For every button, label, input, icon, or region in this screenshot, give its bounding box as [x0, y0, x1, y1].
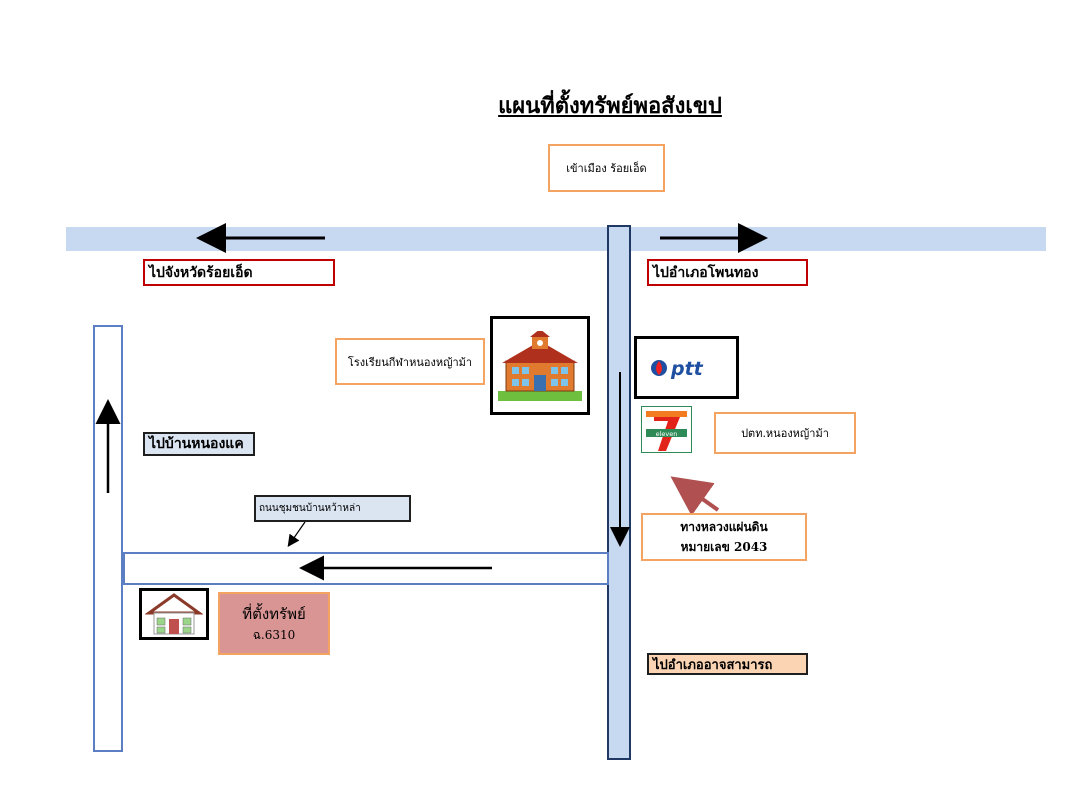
label-school: โรงเรียนกีฬาหนองหญ้าม้า: [335, 338, 485, 385]
label-community-road-text: ถนนชุมชนบ้านหว้าหล่า: [259, 503, 361, 514]
left-vertical-road: [93, 325, 123, 752]
label-community-road: ถนนชุมชนบ้านหว้าหล่า: [254, 495, 411, 522]
label-to-at-samat: ไปอำเภออาจสามารถ: [647, 653, 808, 675]
school-icon: [490, 316, 590, 415]
label-to-city: เข้าเมือง ร้อยเอ็ด: [548, 144, 665, 192]
label-post-office-text: ปตท.หนองหญ้าม้า: [741, 427, 829, 440]
label-to-phon-thong: ไปอำเภอโพนทอง: [647, 259, 808, 286]
label-to-roi-et-text: ไปจังหวัดร้อยเอ็ด: [149, 264, 253, 281]
label-property: ที่ตั้งทรัพย์ ฉ.6310: [218, 592, 330, 655]
arrow-community-pointer: [287, 521, 306, 547]
label-to-at-samat-text: ไปอำเภออาจสามารถ: [653, 657, 773, 673]
house-icon: [139, 588, 209, 640]
label-to-city-text: เข้าเมือง ร้อยเอ็ด: [566, 162, 647, 175]
label-post-office: ปตท.หนองหญ้าม้า: [714, 412, 856, 454]
ptt-logo-icon: ptt: [634, 336, 739, 399]
arrow-highway-pointer: [670, 476, 720, 516]
map-title: แผนที่ตั้งทรัพย์พอสังเขป: [498, 93, 722, 119]
label-highway-line2: หมายเลข 2043: [680, 540, 768, 554]
label-highway: ทางหลวงแผ่นดิน หมายเลข 2043: [641, 513, 807, 561]
seven-eleven-logo-text: eleven: [656, 430, 678, 438]
label-to-nong-khae-text: ไปบ้านหนองแค: [149, 436, 244, 452]
community-road: [123, 552, 609, 585]
label-highway-line1: ทางหลวงแผ่นดิน: [680, 519, 768, 534]
label-property-line2: ฉ.6310: [252, 627, 296, 642]
label-school-text: โรงเรียนกีฬาหนองหญ้าม้า: [347, 355, 473, 369]
label-to-nong-khae: ไปบ้านหนองแค: [143, 432, 255, 456]
seven-eleven-logo-icon: eleven: [641, 406, 692, 453]
ptt-logo-text: ptt: [670, 358, 704, 380]
label-property-line1: ที่ตั้งทรัพย์: [242, 604, 306, 623]
label-to-roi-et: ไปจังหวัดร้อยเอ็ด: [143, 259, 335, 286]
label-to-phon-thong-text: ไปอำเภอโพนทอง: [653, 264, 759, 281]
